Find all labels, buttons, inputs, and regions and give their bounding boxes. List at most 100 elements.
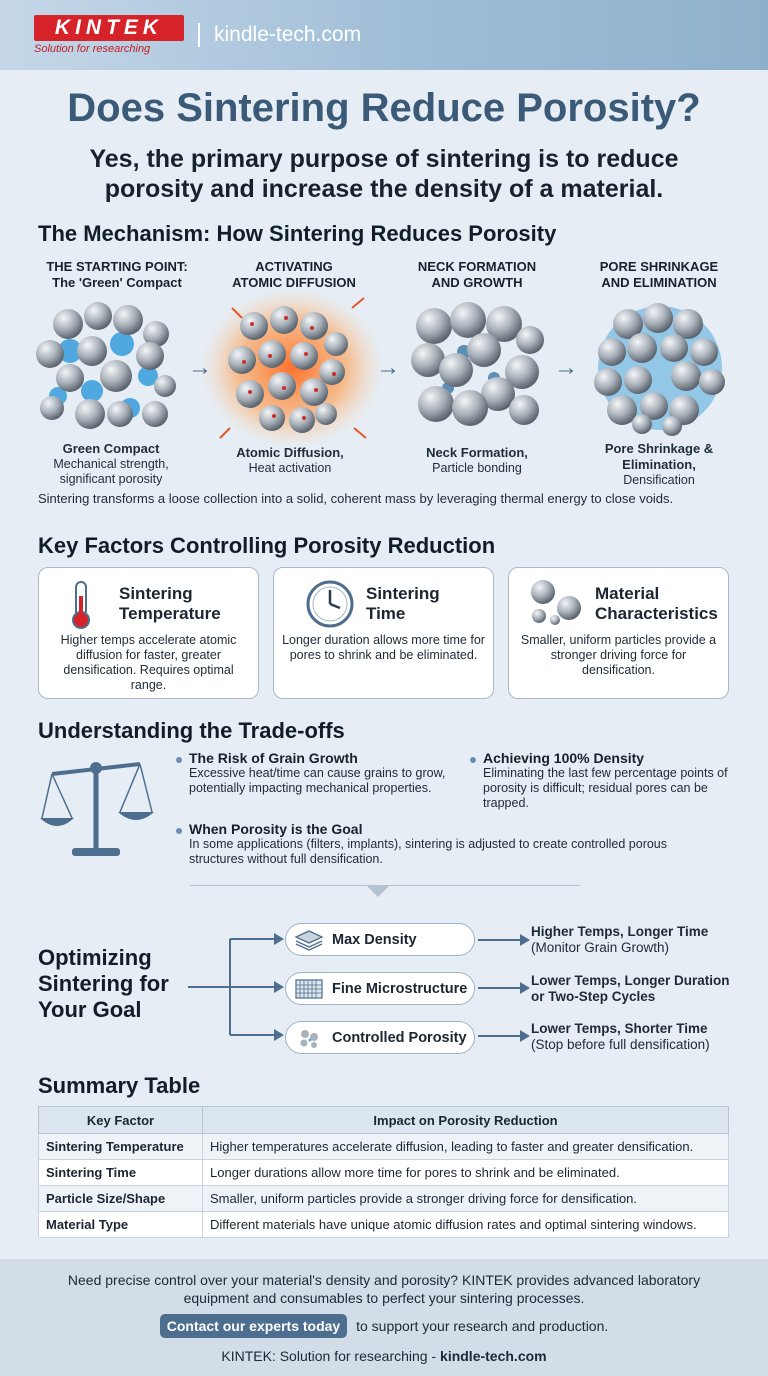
mechanism-note: Sintering transforms a loose collection … [38,491,674,506]
kintek-logo[interactable]: KINTEK Solution for researching [34,15,184,55]
stage-caption: Pore Shrinkage & Elimination, Densificat… [574,441,744,488]
divider-pointer-icon [366,885,390,897]
goal-result-main: Higher Temps, Longer Time [531,924,709,939]
table-cell-factor: Sintering Time [38,1159,203,1186]
stage-arrow-icon: → [188,354,212,381]
card-title: Material Characteristics [595,584,718,624]
goal-result: Lower Temps, Longer Duration or Two-Step… [531,973,730,1005]
site-url[interactable]: kindle-tech.com [198,23,361,47]
branch-connector [188,933,284,1041]
factors-heading: Key Factors Controlling Porosity Reducti… [38,533,496,558]
card-text: Higher temps accelerate atomic diffusion… [60,633,237,692]
footer: Need precise control over your material'… [0,1259,768,1376]
layers-icon [294,929,324,951]
table-row: Particle Size/Shape Smaller, uniform par… [38,1185,729,1212]
optimize-heading: Optimizing Sintering for Your Goal [38,945,169,1023]
table-row: Sintering Time Longer durations allow mo… [38,1159,729,1186]
optimize-heading-line: Your Goal [38,997,142,1022]
tradeoff-text: Eliminating the last few percentage poin… [483,766,728,810]
goal-label: Controlled Porosity [332,1029,467,1046]
stage-head: THE STARTING POINT: [46,259,188,274]
factor-card-temperature: Sintering Temperature Higher temps accel… [38,567,259,699]
green-compact-illustration [36,302,176,429]
summary-table: Key Factor Impact on Porosity Reduction … [38,1106,729,1238]
card-title-line: Sintering [119,584,193,603]
footer-bottom: KINTEK: Solution for researching - kindl… [0,1348,768,1364]
stage-head: AND ELIMINATION [601,275,717,290]
stage-head: ATOMIC DIFFUSION [232,275,356,290]
goal-fine-microstructure[interactable]: Fine Microstructure [285,972,475,1005]
footer-prefix: KINTEK: Solution for researching - [221,1348,441,1364]
card-title-line: Sintering [366,584,440,603]
logo-tagline: Solution for researching [34,43,151,55]
atomic-diffusion-illustration [202,288,382,446]
goal-max-density[interactable]: Max Density [285,923,475,956]
goal-result-arrows [478,934,530,1042]
stage-diffusion: ACTIVATING ATOMIC DIFFUSION [209,259,379,291]
clock-icon [306,580,354,628]
caption-title: Atomic Diffusion, [236,445,344,460]
pore-shrinkage-illustration [594,303,725,436]
factor-card-time: Sintering Time Longer duration allows mo… [273,567,494,699]
optimize-heading-line: Optimizing [38,945,152,970]
optimize-heading-line: Sintering for [38,971,169,996]
contact-button[interactable]: Contact our experts today [159,1314,348,1338]
goal-result-note: or Two-Step Cycles [531,989,656,1004]
caption-line: Mechanical strength, [53,457,169,471]
stage-green-compact: THE STARTING POINT: The 'Green' Compact [32,259,202,291]
goal-controlled-porosity[interactable]: Controlled Porosity [285,1021,475,1054]
tradeoffs-heading: Understanding the Trade-offs [38,718,345,743]
logo-wordmark: KINTEK [34,15,184,41]
table-cell-impact: Higher temperatures accelerate diffusion… [202,1133,729,1160]
column-header: Impact on Porosity Reduction [202,1106,729,1134]
goal-result-main: Lower Temps, Longer Duration [531,973,730,988]
table-row: Material Type Different materials have u… [38,1211,729,1238]
card-title: Sintering Temperature [119,584,221,624]
page-title: Does Sintering Reduce Porosity? [67,86,701,130]
neck-formation-illustration [411,302,544,426]
caption-title: Neck Formation, [426,445,528,460]
table-header-row: Key Factor Impact on Porosity Reduction [38,1106,729,1134]
card-title-line: Temperature [119,604,221,623]
stage-head: NECK FORMATION [417,259,537,274]
stage-neck: NECK FORMATION AND GROWTH [392,259,562,291]
caption-line: Particle bonding [432,461,522,475]
particles-icon [531,580,581,625]
goal-result-note: (Stop before full densification) [531,1037,710,1052]
grid-icon [295,978,323,999]
goal-result: Lower Temps, Shorter Time (Stop before f… [531,1021,710,1053]
caption-title: Green Compact [62,441,160,456]
stage-head: AND GROWTH [431,275,523,290]
cta-text: to support your research and production. [356,1318,609,1334]
goal-label: Max Density [332,931,417,948]
goal-result: Higher Temps, Longer Time (Monitor Grain… [531,924,708,956]
table-cell-factor: Sintering Temperature [38,1133,203,1160]
stage-caption: Green Compact Mechanical strength, signi… [26,441,196,487]
tradeoff-text: Excessive heat/time can cause grains to … [189,766,446,795]
tradeoff-title: Achieving 100% Density [483,750,645,766]
card-title-line: Time [366,604,406,623]
porous-icon [300,1029,318,1048]
stage-caption: Neck Formation, Particle bonding [392,445,562,476]
card-title-line: Characteristics [595,604,718,623]
stage-head: The 'Green' Compact [52,275,182,290]
footer-site-link[interactable]: kindle-tech.com [440,1348,547,1364]
table-cell-impact: Different materials have unique atomic d… [202,1211,729,1238]
bullet-icon [470,757,476,763]
scale-icon [40,762,154,856]
caption-line: Heat activation [248,461,332,475]
tradeoff-porosity-goal: When Porosity is the Goal In some applic… [189,822,719,867]
cta-row: Contact our experts today to support you… [0,1314,768,1338]
stage-arrow-icon: → [376,354,400,381]
goal-result-main: Lower Temps, Shorter Time [531,1021,708,1036]
stage-head: PORE SHRINKAGE [599,259,719,274]
factor-card-material: Material Characteristics Smaller, unifor… [508,567,729,699]
footer-text: Need precise control over your material'… [67,1272,701,1306]
bullet-icon [176,828,182,834]
bullet-icon [176,757,182,763]
tradeoff-text: In some applications (filters, implants)… [189,837,668,866]
caption-line: Elimination, [622,457,696,472]
column-header: Key Factor [38,1106,203,1134]
caption-line: Densification [623,473,695,487]
stage-head: ACTIVATING [255,259,333,274]
